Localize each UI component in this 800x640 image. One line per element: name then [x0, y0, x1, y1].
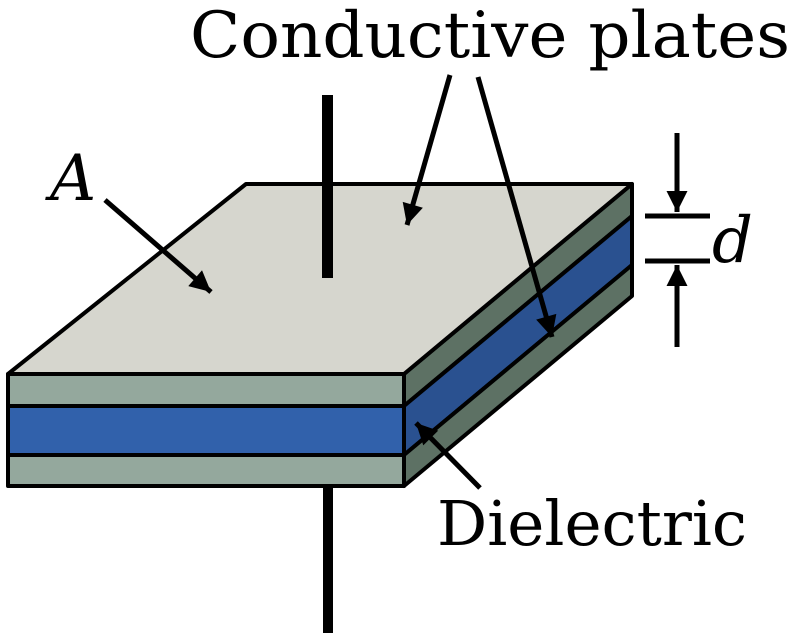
top-wire	[322, 95, 333, 278]
bottom-wire	[323, 486, 333, 633]
capacitor-top-face	[6, 182, 634, 376]
area-label: A	[45, 142, 96, 216]
conductive-plates-label: Conductive plates	[190, 0, 790, 73]
top-plate-front-face	[6, 372, 406, 408]
dielectric-arrow	[414, 421, 482, 490]
area-arrow	[103, 198, 213, 294]
conductive-plates-arrow-top-plate	[402, 74, 453, 226]
distance-label: d	[712, 204, 753, 278]
conductive-plates-arrow-bottom-plate	[475, 76, 557, 338]
dielectric-label: Dielectric	[437, 487, 747, 560]
bottom-plate-front-face	[6, 453, 406, 488]
dielectric-front-face	[6, 404, 406, 457]
